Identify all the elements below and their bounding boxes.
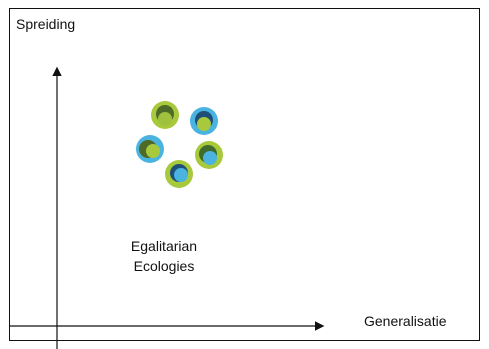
x-axis-label: Generalisatie: [364, 313, 447, 329]
y-axis-label: Spreiding: [16, 16, 76, 32]
ring-node-left: [136, 135, 164, 163]
ring-node-top-left: [151, 101, 179, 129]
ring-node-bottom: [165, 160, 193, 188]
ring-node-right: [195, 141, 223, 169]
diagram-frame: [9, 8, 480, 341]
egalitarian-ecologies-label: Egalitarian Ecologies: [118, 236, 210, 277]
center-label-line-1: Egalitarian: [130, 238, 198, 254]
ring-node-top-right: [190, 107, 218, 135]
center-label-line-2: Ecologies: [133, 258, 195, 275]
circular-ring-cluster-icon: [136, 101, 223, 188]
